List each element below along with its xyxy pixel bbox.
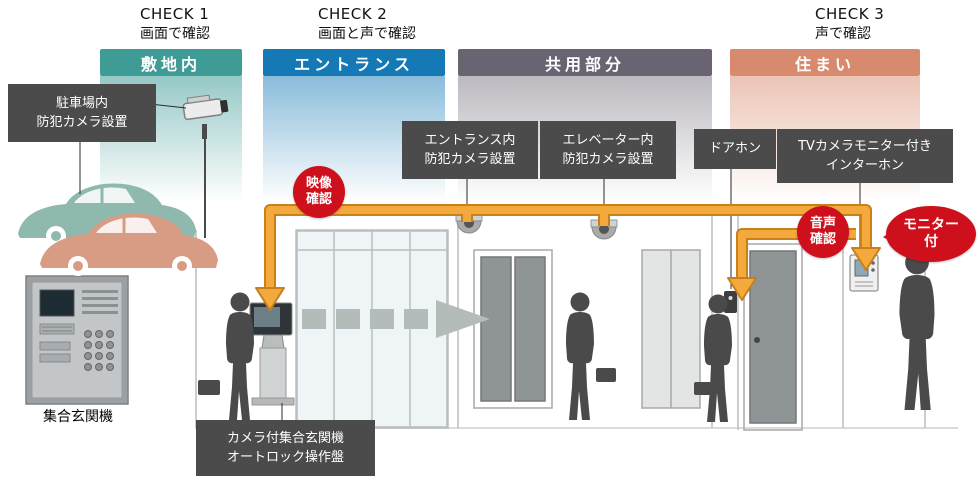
arrowhead-to-doorphone bbox=[727, 277, 757, 301]
check2-title: CHECK 2 bbox=[318, 5, 388, 23]
person-silhouette-resident bbox=[899, 250, 935, 410]
entrance-machine-photo bbox=[25, 275, 129, 405]
badge-audio-check: 音声 確認 bbox=[797, 206, 849, 258]
briefcase-kiosk bbox=[198, 380, 220, 395]
check1-heading: CHECK 1 画面で確認 bbox=[140, 5, 210, 43]
callout-entrance-camera: エントランス内 防犯カメラ設置 bbox=[402, 121, 538, 179]
callout-parking-camera: 駐車場内 防犯カメラ設置 bbox=[8, 84, 156, 142]
check2-subtitle: 画面と声で確認 bbox=[318, 25, 416, 42]
briefcase-door bbox=[694, 382, 712, 395]
check1-subtitle: 画面で確認 bbox=[140, 25, 210, 42]
person-silhouette-door bbox=[704, 294, 732, 422]
callout-doorphone: ドアホン bbox=[694, 129, 776, 169]
check1-title: CHECK 1 bbox=[140, 5, 210, 23]
person-silhouette-common bbox=[566, 292, 594, 420]
car-silhouette-salmon bbox=[40, 213, 218, 276]
callout-elevator-camera: エレベーター内 防犯カメラ設置 bbox=[540, 121, 676, 179]
arrowhead-to-interphone bbox=[851, 247, 881, 271]
zone-bar-site: 敷地内 bbox=[100, 49, 242, 76]
check2-heading: CHECK 2 画面と声で確認 bbox=[318, 5, 416, 43]
badge-monitor: モニター 付 bbox=[883, 206, 976, 262]
check3-title: CHECK 3 bbox=[815, 5, 885, 23]
cctv-camera-icon bbox=[182, 94, 229, 238]
check3-subtitle: 声で確認 bbox=[815, 25, 871, 42]
zone-bar-dwelling: 住まい bbox=[730, 49, 920, 76]
callout-autolock-panel: カメラ付集合玄関機 オートロック操作盤 bbox=[196, 420, 375, 476]
doorphone-device-icon bbox=[724, 291, 737, 313]
autolock-panel-kiosk bbox=[249, 302, 295, 406]
arrowhead-to-kiosk bbox=[255, 287, 285, 311]
check3-heading: CHECK 3 声で確認 bbox=[815, 5, 884, 43]
zone-bar-common: 共用部分 bbox=[458, 49, 712, 76]
zone-bar-entrance: エントランス bbox=[263, 49, 445, 76]
walk-direction-arrow bbox=[302, 300, 490, 338]
callout-tv-interphone: TVカメラモニター付き インターホン bbox=[777, 129, 953, 183]
label-entrance-machine: 集合玄関機 bbox=[43, 409, 113, 425]
badge-video-check: 映像 確認 bbox=[293, 166, 345, 218]
briefcase-common bbox=[596, 368, 616, 382]
